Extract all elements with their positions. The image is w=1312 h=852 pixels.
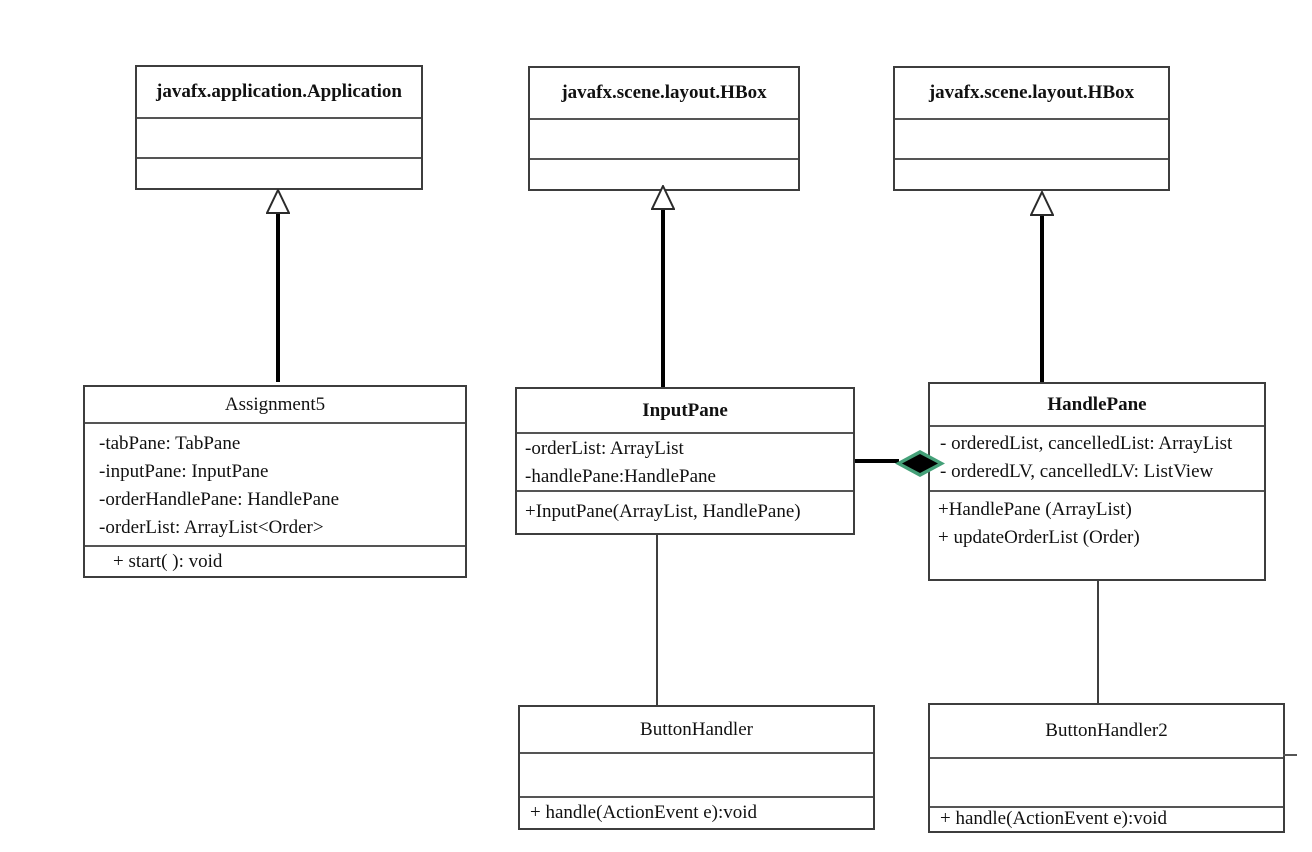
- attributes-compartment: [895, 118, 1168, 158]
- method: + updateOrderList (Order): [938, 527, 1140, 548]
- attribute: -inputPane: InputPane: [99, 461, 269, 482]
- divider-extension-line: [1283, 754, 1297, 756]
- method: + handle(ActionEvent e):void: [940, 808, 1168, 829]
- generalization-line-assignment5-to-application: [276, 213, 280, 382]
- class-name-hbox-2: javafx.scene.layout.HBox: [928, 82, 1135, 103]
- class-box-buttonhandler: ButtonHandler + handle(ActionEvent e):vo…: [518, 705, 875, 830]
- attributes-compartment: [520, 752, 873, 796]
- generalization-line-inputpane-to-hbox: [661, 209, 665, 387]
- class-box-assignment5: Assignment5 -tabPane: TabPane -inputPane…: [83, 385, 467, 578]
- class-box-hbox-1: javafx.scene.layout.HBox: [528, 66, 800, 191]
- methods-compartment: + start( ): void: [85, 545, 465, 576]
- class-box-buttonhandler2: ButtonHandler2 + handle(ActionEvent e):v…: [928, 703, 1285, 833]
- attributes-compartment: -orderList: ArrayList -handlePane:Handle…: [517, 432, 853, 490]
- attributes-compartment: [137, 117, 421, 157]
- attributes-compartment: -tabPane: TabPane -inputPane: InputPane …: [85, 422, 465, 545]
- class-name-application: javafx.application.Application: [156, 81, 402, 102]
- class-box-application: javafx.application.Application: [135, 65, 423, 190]
- attribute: -orderList: ArrayList: [525, 438, 684, 459]
- method: +HandlePane (ArrayList): [938, 499, 1132, 520]
- methods-compartment: [895, 158, 1168, 189]
- generalization-arrowhead-icon: [1030, 191, 1054, 216]
- generalization-line-handlepane-to-hbox: [1040, 215, 1044, 382]
- attribute: - orderedLV, cancelledLV: ListView: [940, 461, 1214, 482]
- attribute: -tabPane: TabPane: [99, 433, 241, 454]
- composition-line-inputpane-to-handlepane: [855, 459, 899, 463]
- generalization-arrowhead-icon: [266, 189, 290, 214]
- methods-compartment: +InputPane(ArrayList, HandlePane): [517, 490, 853, 533]
- generalization-arrowhead-icon: [651, 185, 675, 210]
- class-box-hbox-2: javafx.scene.layout.HBox: [893, 66, 1170, 191]
- class-name-assignment5: Assignment5: [224, 393, 326, 415]
- method: +InputPane(ArrayList, HandlePane): [525, 501, 801, 522]
- attributes-compartment: [530, 118, 798, 158]
- class-name-buttonhandler: ButtonHandler: [640, 718, 753, 740]
- class-name-hbox-1: javafx.scene.layout.HBox: [561, 82, 767, 103]
- attribute: -orderList: ArrayList<Order>: [99, 517, 324, 538]
- class-box-handlepane: HandlePane - orderedList, cancelledList:…: [928, 382, 1266, 581]
- attribute: -orderHandlePane: HandlePane: [99, 489, 340, 510]
- association-line-inputpane-to-buttonhandler: [656, 535, 658, 705]
- attribute: -handlePane:HandlePane: [525, 466, 716, 487]
- method: + handle(ActionEvent e):void: [530, 802, 758, 823]
- attributes-compartment: [930, 757, 1283, 806]
- methods-compartment: +HandlePane (ArrayList) + updateOrderLis…: [930, 490, 1264, 579]
- composition-diamond-icon: [895, 450, 945, 477]
- methods-compartment: + handle(ActionEvent e):void: [520, 796, 873, 828]
- class-name-buttonhandler2: ButtonHandler2: [1045, 720, 1168, 741]
- association-line-handlepane-to-buttonhandler2: [1097, 581, 1099, 703]
- class-name-inputpane: InputPane: [642, 399, 728, 421]
- attribute: - orderedList, cancelledList: ArrayList: [940, 433, 1233, 454]
- class-name-handlepane: HandlePane: [1047, 393, 1147, 415]
- methods-compartment: [530, 158, 798, 189]
- methods-compartment: [137, 157, 421, 188]
- attributes-compartment: - orderedList, cancelledList: ArrayList …: [930, 425, 1264, 490]
- methods-compartment: + handle(ActionEvent e):void: [930, 806, 1283, 831]
- method: + start( ): void: [113, 551, 223, 572]
- class-box-inputpane: InputPane -orderList: ArrayList -handleP…: [515, 387, 855, 535]
